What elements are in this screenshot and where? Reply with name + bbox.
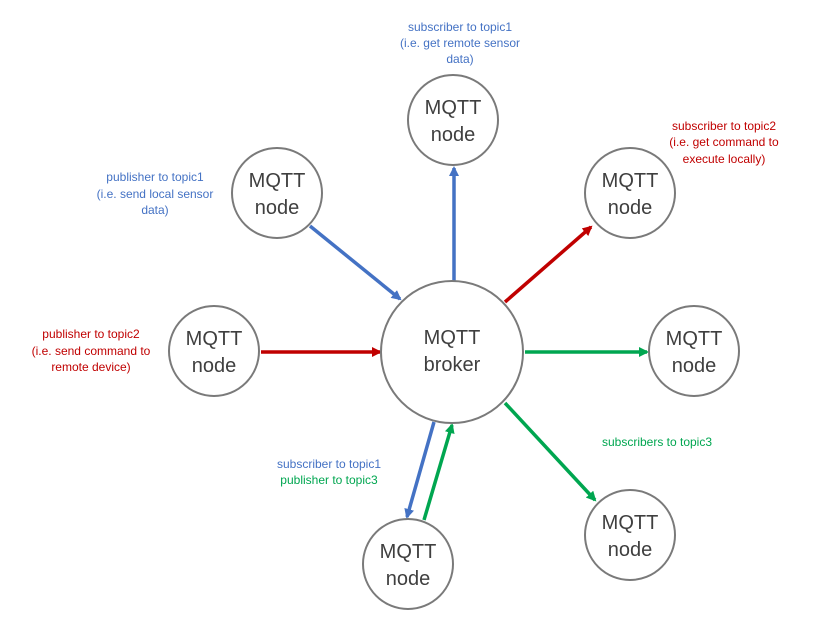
node-label-line1: MQTT: [602, 170, 659, 192]
annotation-left: publisher to topic2 (i.e. send command t…: [32, 327, 151, 374]
edge-broker-to-lower-right: [503, 401, 597, 502]
mqtt-node-top: MQTT node: [407, 74, 499, 166]
node-label-line1: MQTT: [249, 170, 306, 192]
node-label-line2: node: [608, 539, 653, 561]
node-label-line2: node: [386, 568, 431, 590]
mqtt-node-bottom: MQTT node: [362, 518, 454, 610]
node-label-line1: MQTT: [602, 512, 659, 534]
node-label-line1: MQTT: [380, 541, 437, 563]
annotation-line: publisher to topic3: [280, 473, 378, 487]
annotation-line: (i.e. send local sensor: [97, 187, 214, 201]
edge-upper-left-to-broker: [308, 224, 402, 301]
annotation-line: publisher to topic1: [106, 170, 204, 184]
annotation-line: subscriber to topic2: [672, 119, 776, 133]
edges: [261, 166, 649, 521]
mqtt-node-upper-right: MQTT node: [584, 147, 676, 239]
annotation-line: subscriber to topic1: [408, 20, 512, 34]
node-label-line1: MQTT: [666, 328, 723, 350]
edge-bottom-to-broker: [422, 423, 455, 521]
annotation-line: (i.e. get remote sensor: [400, 36, 520, 50]
annotation-line: data): [141, 203, 168, 217]
annotation-bottom-subscriber: subscriber to topic1: [277, 457, 381, 471]
node-label-line2: node: [608, 197, 653, 219]
annotation-line: (i.e. get command to: [669, 135, 779, 149]
annotation-upper-left: publisher to topic1 (i.e. send local sen…: [97, 170, 214, 217]
node-label-line2: node: [431, 124, 476, 146]
annotation-top: subscriber to topic1 (i.e. get remote se…: [400, 20, 520, 66]
node-label-line2: node: [672, 355, 717, 377]
annotation-lower-right: subscribers to topic3: [602, 435, 712, 449]
annotation-line: remote device): [51, 360, 130, 374]
mqtt-node-lower-right: MQTT node: [584, 489, 676, 581]
edge-broker-to-bottom: [404, 421, 436, 519]
annotation-line: subscriber to topic1: [277, 457, 381, 471]
annotation-line: data): [446, 52, 473, 66]
annotation-line: subscribers to topic3: [602, 435, 712, 449]
node-label-line1: MQTT: [425, 97, 482, 119]
mqtt-broker: MQTT broker: [380, 280, 524, 424]
broker-label-line1: MQTT: [424, 327, 481, 349]
annotation-upper-right: subscriber to topic2 (i.e. get command t…: [669, 119, 779, 166]
node-label-line2: node: [192, 355, 237, 377]
mqtt-node-upper-left: MQTT node: [231, 147, 323, 239]
annotation-line: execute locally): [683, 152, 766, 166]
mqtt-node-right: MQTT node: [648, 305, 740, 397]
annotation-line: publisher to topic2: [42, 327, 140, 341]
annotation-bottom-publisher: publisher to topic3: [280, 473, 378, 487]
broker-label-line2: broker: [424, 354, 481, 376]
annotation-line: (i.e. send command to: [32, 344, 151, 358]
node-label-line1: MQTT: [186, 328, 243, 350]
edge-broker-to-upper-right: [503, 225, 593, 304]
node-label-line2: node: [255, 197, 300, 219]
mqtt-node-left: MQTT node: [168, 305, 260, 397]
